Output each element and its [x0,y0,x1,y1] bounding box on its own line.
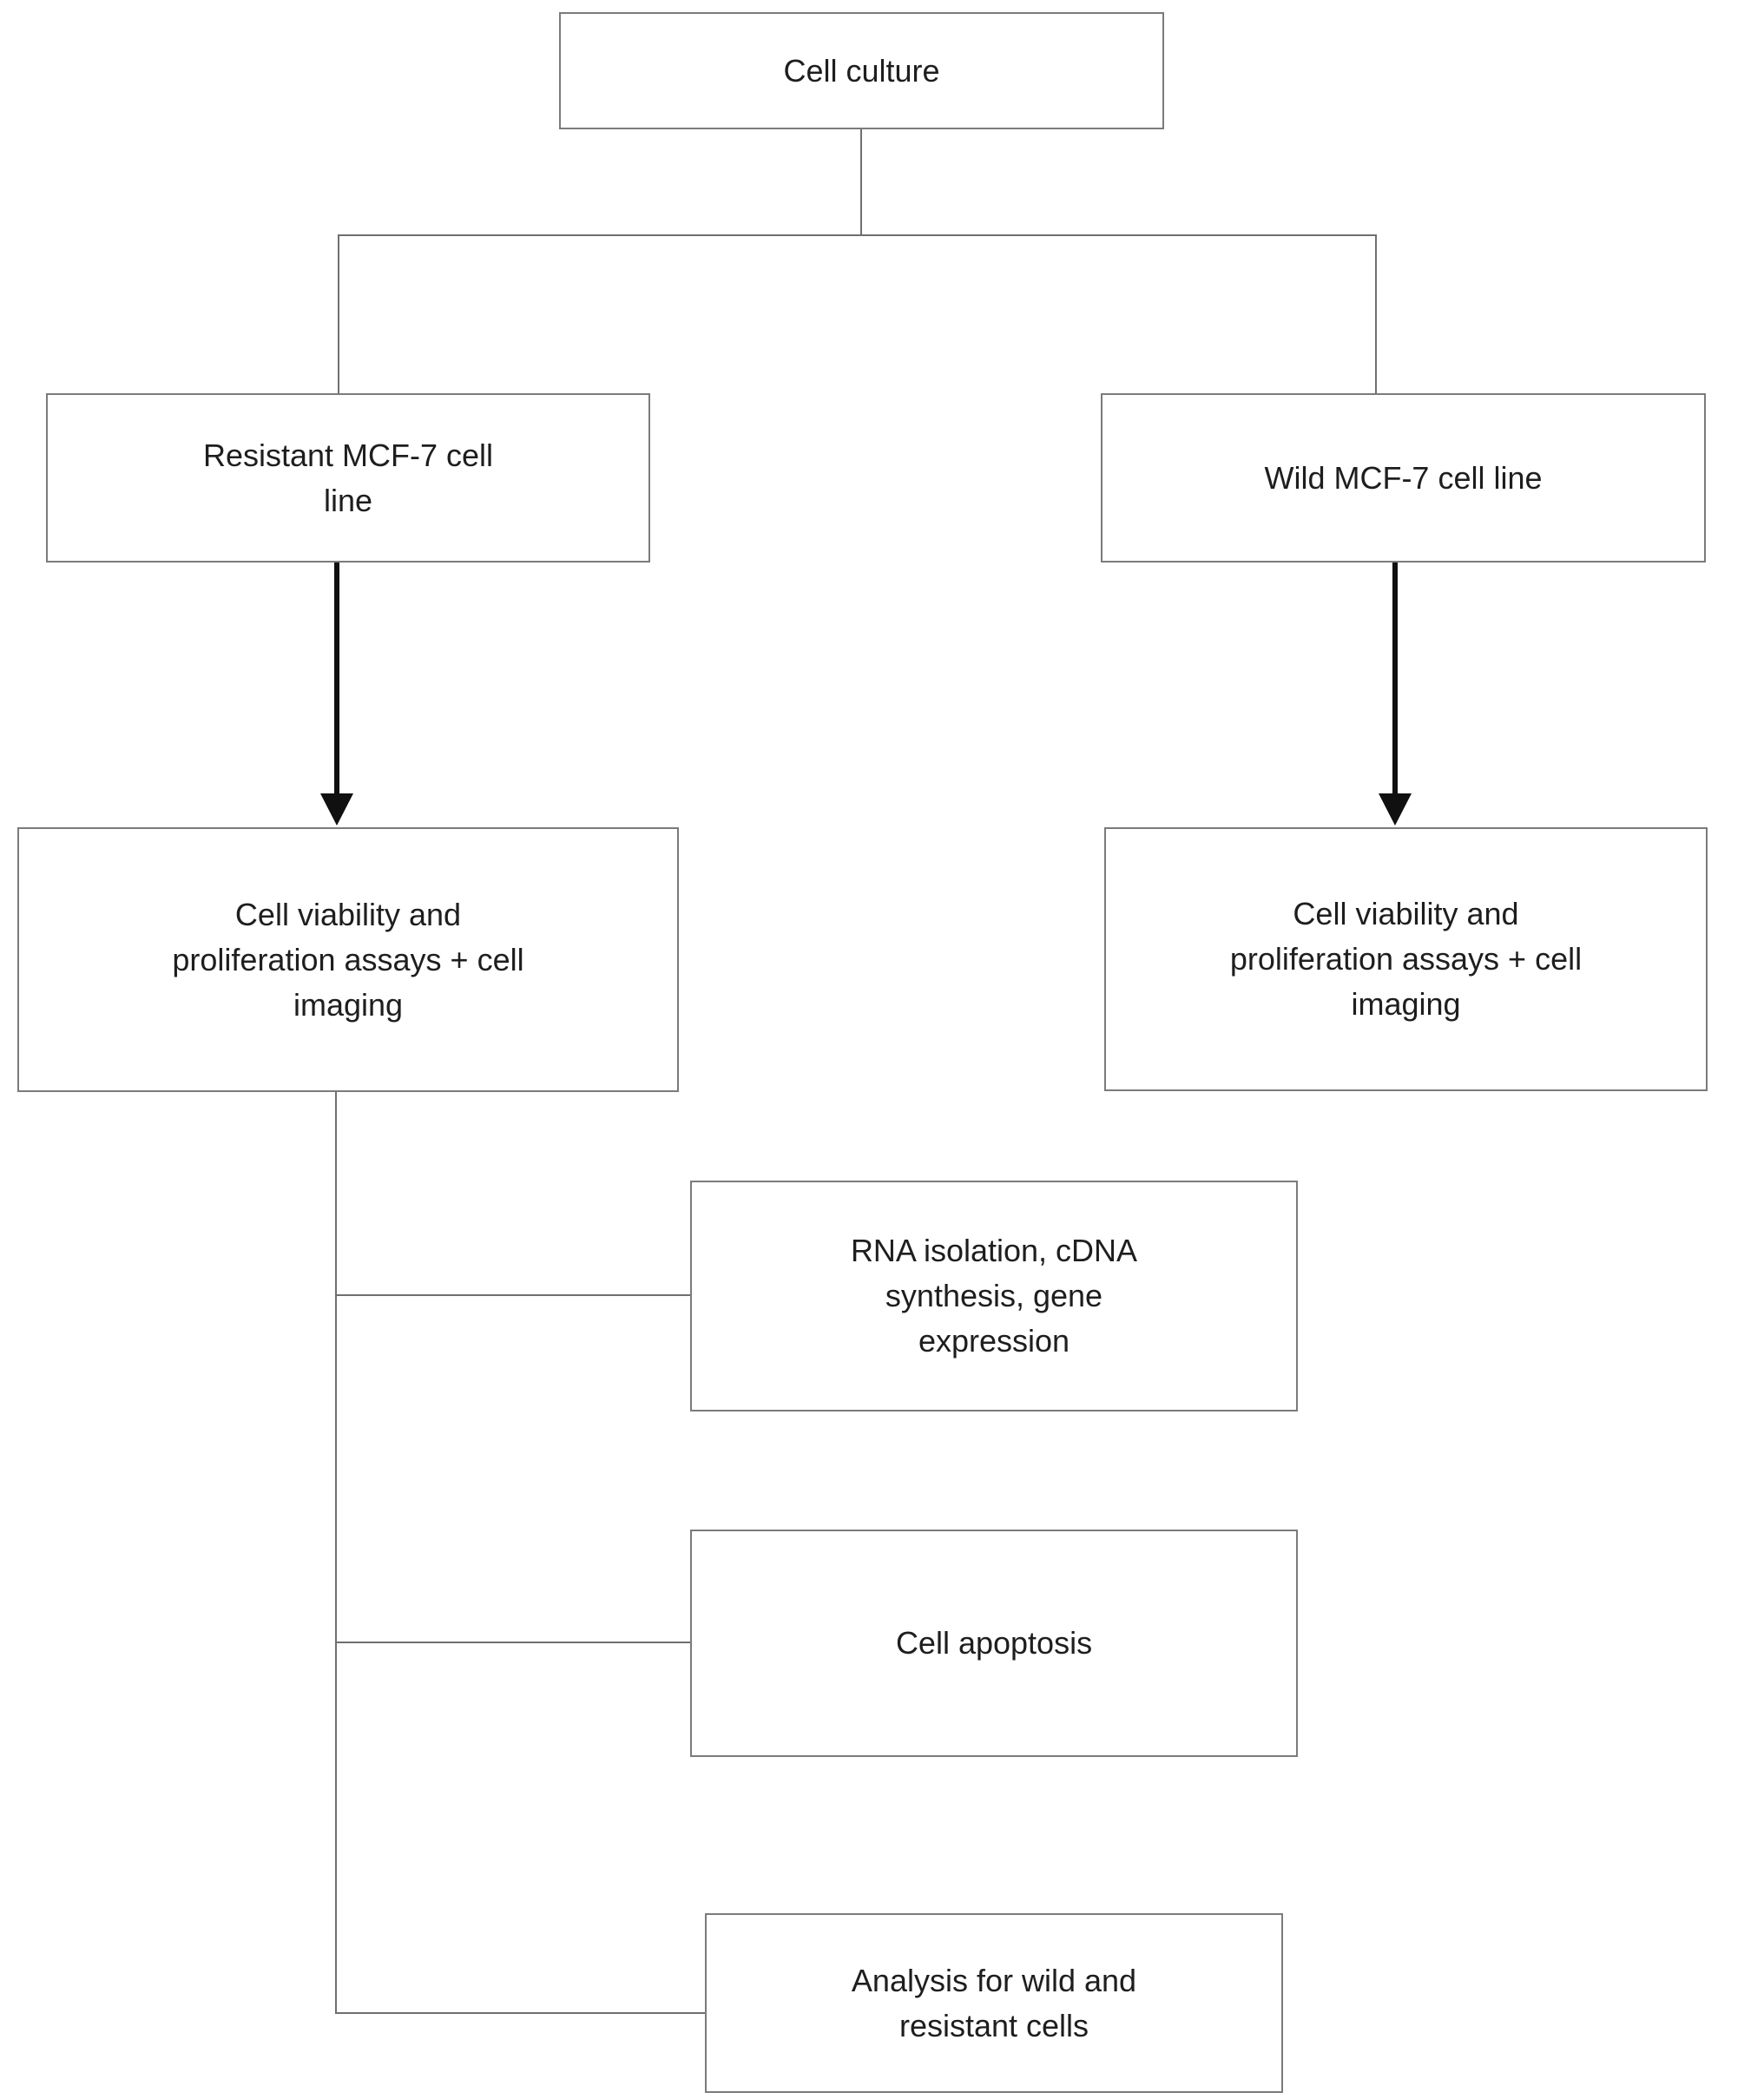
arrow-resistant-to-viability-shaft [334,563,339,795]
node-analysis-label: Analysis for wild and resistant cells [851,1962,1137,2043]
node-viability-wild-label: Cell viability and proliferation assays … [1229,896,1583,1022]
connector-cellculture-down [860,129,862,236]
node-resistant-cell-line-label: Resistant MCF-7 cell line [202,437,494,518]
connector-trunk-down [335,1092,337,2014]
node-analysis: Analysis for wild and resistant cells [705,1913,1283,2093]
node-cell-apoptosis-label: Cell apoptosis [895,1625,1093,1661]
connector-split-left-down [338,234,339,393]
node-wild-cell-line-label: Wild MCF-7 cell line [1264,459,1543,496]
node-viability-wild: Cell viability and proliferation assays … [1104,827,1708,1091]
connector-split-horizontal [338,234,1377,236]
arrow-wild-to-viability-head-icon [1379,793,1412,826]
node-resistant-cell-line: Resistant MCF-7 cell line [46,393,650,563]
connector-branch-analysis [335,2012,705,2014]
node-viability-resistant: Cell viability and proliferation assays … [17,827,679,1092]
node-cell-apoptosis: Cell apoptosis [690,1530,1298,1757]
node-cell-culture: Cell culture [559,12,1164,129]
node-cell-culture-label: Cell culture [783,52,940,89]
node-viability-resistant-label: Cell viability and proliferation assays … [172,896,524,1023]
node-wild-cell-line: Wild MCF-7 cell line [1101,393,1706,563]
node-rna-isolation-label: RNA isolation, cDNA synthesis, gene expr… [850,1233,1138,1359]
connector-branch-apoptosis [335,1642,690,1643]
node-rna-isolation: RNA isolation, cDNA synthesis, gene expr… [690,1181,1298,1411]
connector-split-right-down [1375,234,1377,393]
connector-branch-rna [335,1294,690,1296]
arrow-wild-to-viability-shaft [1392,563,1398,795]
arrow-resistant-to-viability-head-icon [320,793,353,826]
